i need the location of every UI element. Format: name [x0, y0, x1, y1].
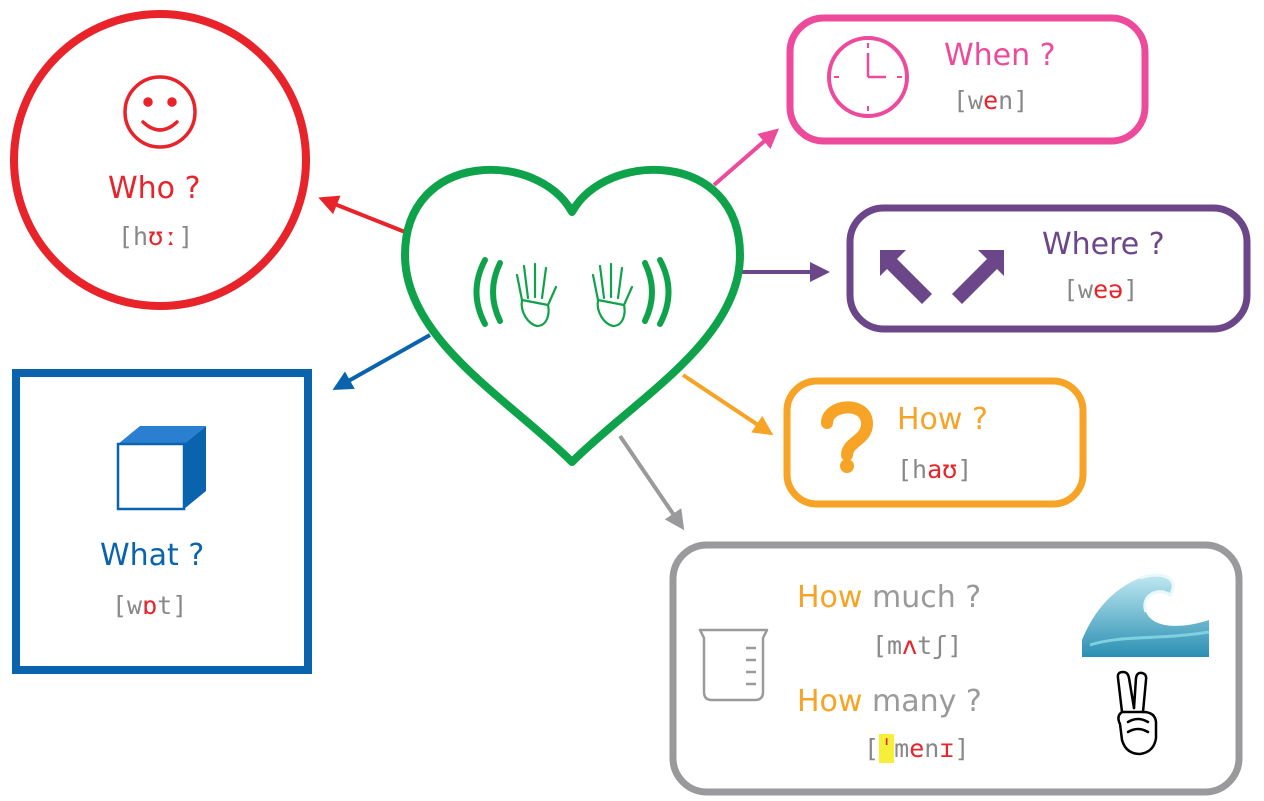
wave-icon [1082, 572, 1210, 657]
how-much-ipa: [mʌtʃ] [872, 631, 962, 660]
when-ipa-close: n] [998, 86, 1029, 115]
how-many-ipa-m: m [894, 734, 910, 763]
how-many-ipa-n: n [924, 734, 940, 763]
clock-icon [827, 36, 909, 118]
how-label: How ? [897, 402, 988, 437]
how-much-many-node [669, 541, 1243, 796]
center-heart [401, 165, 744, 466]
arrow-to-who [318, 195, 406, 234]
how-much-ipa-open: [m [872, 631, 903, 660]
peace-hand-icon [1116, 670, 1158, 756]
when-ipa-open: [w [953, 86, 984, 115]
when-label: When ? [944, 38, 1056, 73]
measuring-beaker-icon [698, 628, 769, 702]
what-label: What ? [100, 538, 205, 573]
where-node [846, 204, 1251, 333]
what-ipa-open: [w [112, 591, 143, 620]
how-ipa-highlight: aʊ [927, 455, 958, 484]
how-much-label: How much ? [797, 580, 981, 615]
cube-icon [116, 426, 206, 511]
how-many-ipa-highlight-2: ɪ [939, 734, 955, 763]
how-many-label: How many ? [797, 684, 982, 719]
who-ipa-open: [h [118, 222, 149, 251]
how-many-ipa: [ˈmenɪ] [864, 734, 969, 763]
where-ipa-highlight: eə [1093, 275, 1124, 304]
how-many-ipa-open: [ [864, 734, 880, 763]
who-label: Who ? [108, 171, 201, 206]
who-ipa-highlight: ʊː [148, 222, 179, 251]
what-node [12, 369, 312, 674]
how-much-ipa-close: tʃ] [917, 631, 963, 660]
how-much-rest: much ? [872, 580, 982, 615]
how-many-ipa-close: ] [954, 734, 970, 763]
question-mark-icon [821, 401, 874, 473]
where-ipa-close: ] [1123, 275, 1139, 304]
when-node [786, 14, 1149, 145]
how-ipa: [haʊ] [897, 455, 972, 484]
when-ipa-highlight: e [983, 86, 999, 115]
how-ipa-open: [h [897, 455, 928, 484]
where-ipa-open: [w [1063, 275, 1094, 304]
how-node [783, 377, 1087, 508]
how-much-ipa-highlight: ʌ [902, 631, 918, 660]
what-ipa-highlight: ɒ [142, 591, 158, 620]
arrow-to-how-much [618, 434, 685, 531]
who-node [10, 10, 310, 310]
what-ipa: [wɒt] [112, 591, 187, 620]
who-ipa-close: ] [178, 222, 194, 251]
what-ipa-close: t] [157, 591, 188, 620]
smiley-icon [123, 75, 197, 149]
how-much-how: How [797, 580, 863, 615]
how-many-how: How [797, 684, 863, 719]
arrow-to-when [712, 128, 780, 187]
where-ipa: [weə] [1063, 275, 1138, 304]
waving-hands-icon [473, 257, 672, 328]
how-many-ipa-highlight: e [909, 734, 925, 763]
arrow-to-what [332, 333, 431, 390]
arrows-icon [880, 250, 1004, 304]
arrow-to-how [681, 373, 774, 436]
who-ipa: [hʊː] [118, 222, 193, 251]
how-ipa-close: ] [957, 455, 973, 484]
how-many-rest: many ? [872, 684, 982, 719]
how-many-stress-mark: ˈ [879, 734, 895, 763]
when-ipa: [wen] [953, 86, 1028, 115]
where-label: Where ? [1042, 227, 1165, 262]
